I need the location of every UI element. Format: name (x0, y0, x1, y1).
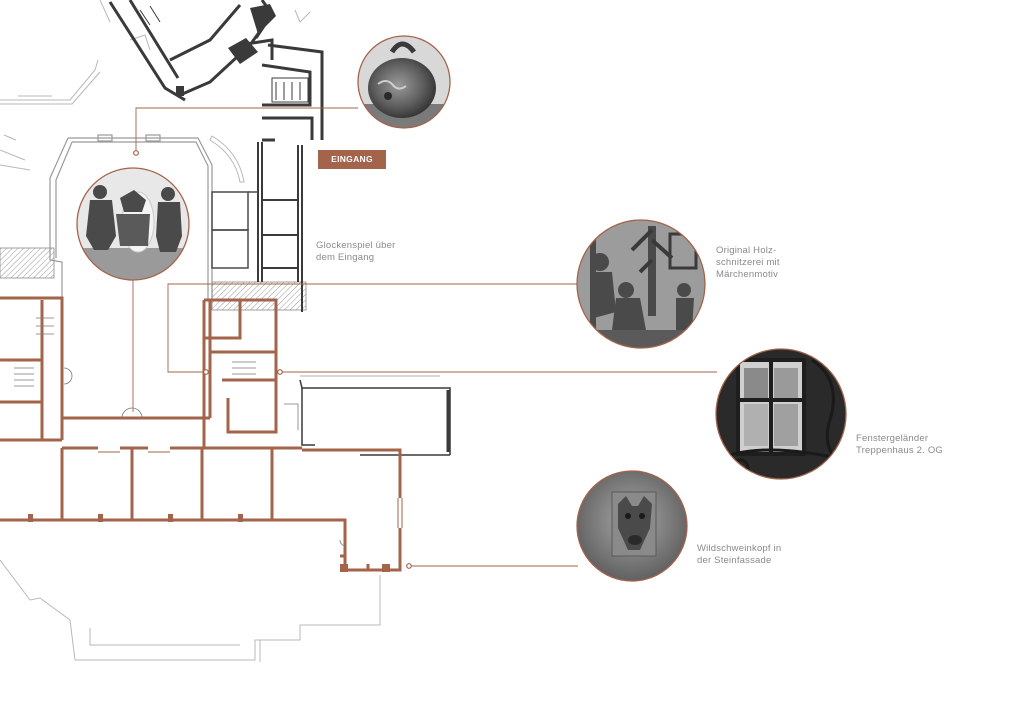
woodcarving-photo (576, 219, 706, 349)
callout-window-railing: Fenstergeländer Treppenhaus 2. OG (856, 433, 943, 457)
callout-boar-head: Wildschweinkopf in der Steinfassade (697, 543, 781, 567)
lower-plan-walls (0, 296, 402, 572)
callout-line: Treppenhaus 2. OG (856, 445, 944, 456)
hatched-band (0, 247, 55, 279)
wall-openings-lines (98, 451, 403, 528)
leader-lines (132, 107, 717, 567)
upper-wing-walls (108, 0, 324, 142)
callout-glockenspiel: Glockenspiel über dem Eingang (316, 240, 395, 264)
side-rooms (211, 191, 258, 269)
callout-line: Glockenspiel über (316, 240, 396, 251)
callout-line: Fenstergeländer (856, 433, 929, 444)
annex (299, 375, 451, 456)
boar-head-photo (576, 470, 688, 582)
glockenspiel-photo (76, 167, 190, 281)
bell-photo (357, 35, 451, 129)
window-railing-photo (715, 348, 847, 480)
stair-detail (139, 5, 309, 103)
upper-wing-fill (176, 4, 276, 96)
hatched-band (211, 281, 307, 311)
callout-line: Original Holz- (716, 245, 777, 256)
wall-pillars (28, 514, 390, 572)
wall-openings (22, 446, 404, 528)
callout-line: der Steinfassade (697, 555, 772, 566)
entrance-badge: EINGANG (318, 150, 386, 169)
callout-line: dem Eingang (316, 252, 375, 263)
corridor-walls (257, 142, 303, 312)
callout-line: Märchenmotiv (716, 269, 779, 280)
stair-details-lower (14, 317, 347, 547)
callout-line: Wildschweinkopf in (697, 543, 782, 554)
leader-dots (133, 150, 412, 569)
callout-woodcarving: Original Holz- schnitzerei mit Märchenmo… (716, 245, 780, 281)
callout-line: schnitzerei mit (716, 257, 780, 268)
